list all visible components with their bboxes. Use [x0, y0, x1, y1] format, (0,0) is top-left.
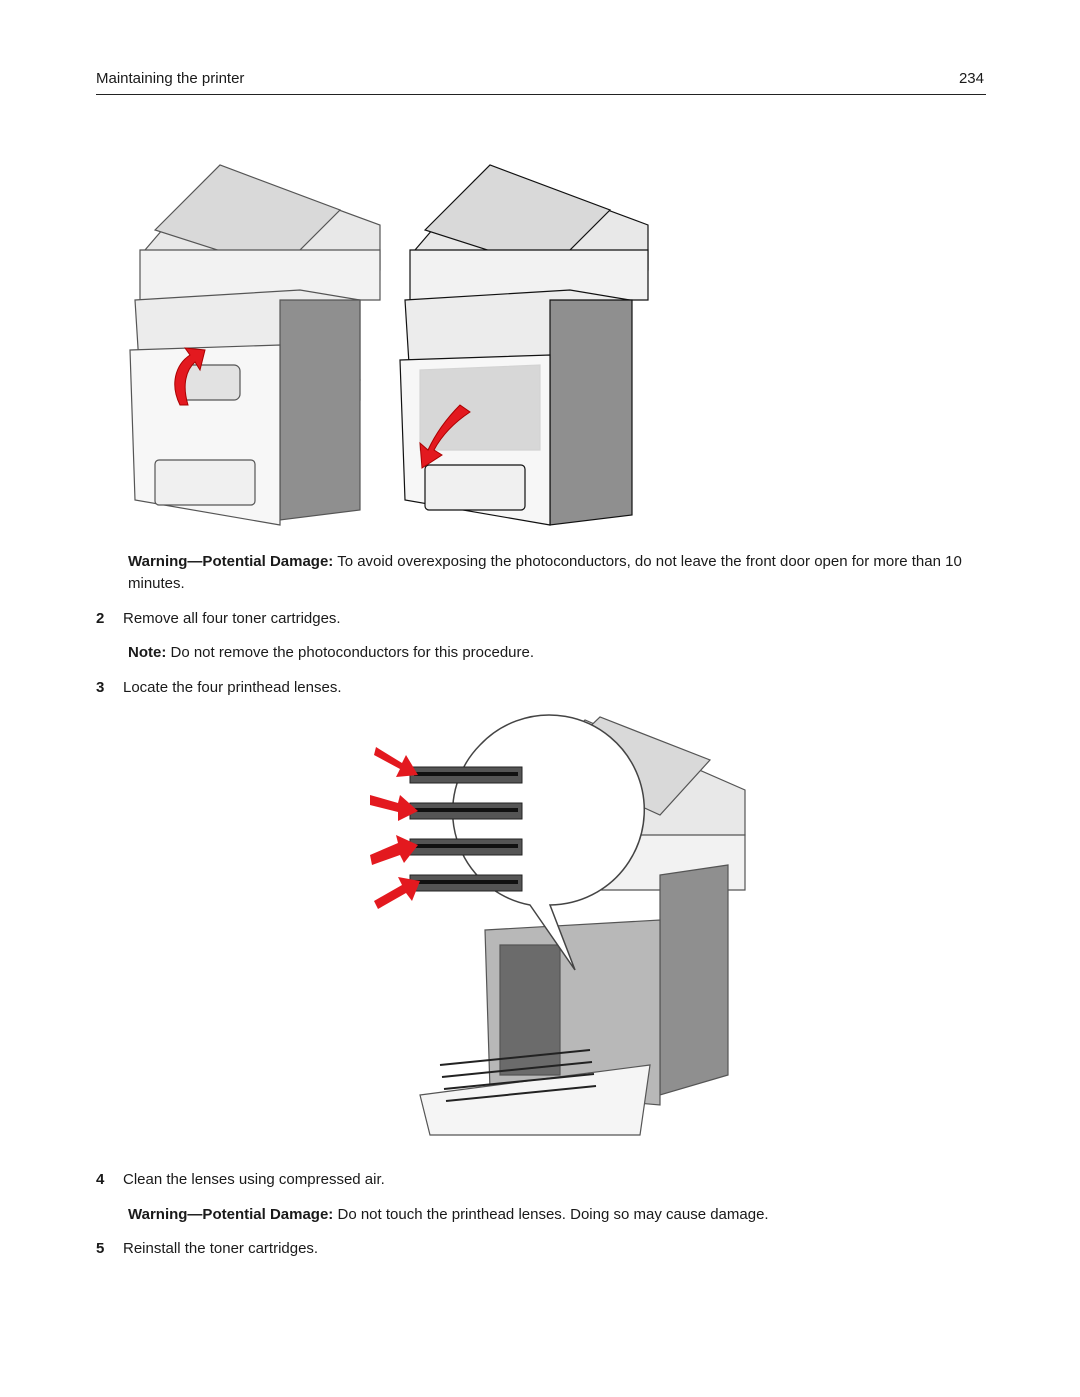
step-text: Remove all four toner cartridges.: [123, 610, 341, 627]
step-number: 3: [96, 679, 105, 696]
section-title: Maintaining the printer: [96, 70, 245, 87]
warning-label: Warning—Potential Damage:: [128, 553, 334, 570]
note-photoconductors: Note: Do not remove the photoconductors …: [128, 642, 534, 664]
step-3: 3 Locate the four printhead lenses.: [96, 677, 341, 699]
step-number: 2: [96, 610, 105, 627]
note-label: Note:: [128, 644, 167, 661]
arrow-down-icon: [419, 404, 471, 469]
printer-door-illustration: [129, 164, 649, 526]
arrow-up-icon: [174, 347, 206, 406]
note-text: Do not remove the photoconductors for th…: [166, 644, 535, 661]
page-header: Maintaining the printer 234: [96, 70, 986, 95]
step-number: 5: [96, 1240, 105, 1257]
step-4: 4 Clean the lenses using compressed air.: [96, 1169, 385, 1191]
printer-right: [399, 164, 649, 526]
warning-text: Do not touch the printhead lenses. Doing…: [333, 1206, 769, 1223]
step-5: 5 Reinstall the toner cartridges.: [96, 1238, 318, 1260]
warning-text: To avoid overexposing the photoconductor…: [128, 553, 962, 592]
red-arrow-icons: [370, 747, 420, 909]
step-number: 4: [96, 1171, 105, 1188]
printhead-lenses: [409, 766, 523, 892]
warning-overexposure: Warning—Potential Damage: To avoid overe…: [128, 551, 988, 595]
step-text: Locate the four printhead lenses.: [123, 679, 342, 696]
step-text: Clean the lenses using compressed air.: [123, 1171, 385, 1188]
printhead-lenses-illustration: [370, 714, 746, 1136]
step-2: 2 Remove all four toner cartridges.: [96, 608, 341, 630]
printer-left: [129, 164, 381, 526]
warning-label: Warning—Potential Damage:: [128, 1206, 334, 1223]
page-number: 234: [958, 70, 984, 87]
warning-do-not-touch: Warning—Potential Damage: Do not touch t…: [128, 1204, 769, 1226]
step-text: Reinstall the toner cartridges.: [123, 1240, 319, 1257]
